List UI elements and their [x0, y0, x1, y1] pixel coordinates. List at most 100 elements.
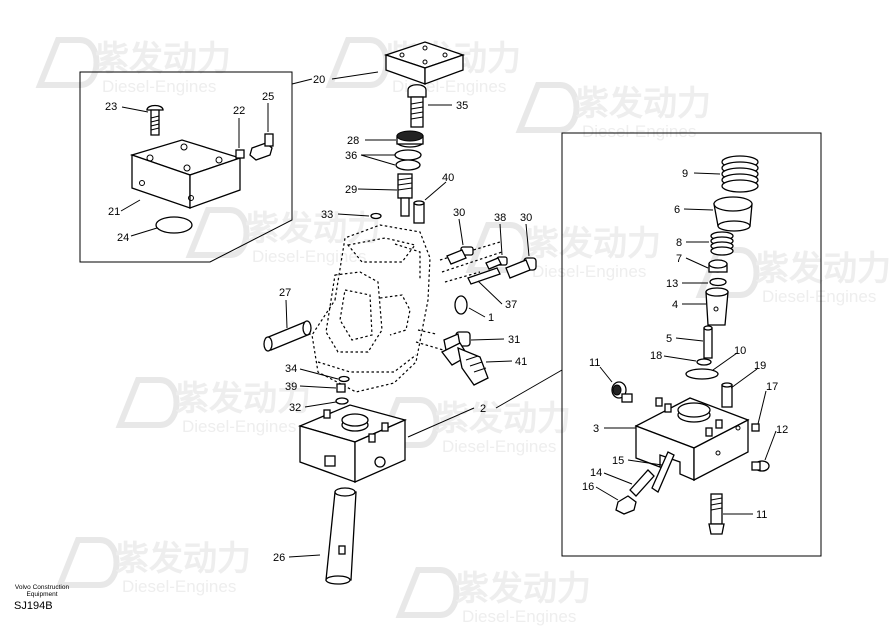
bolt-38 — [485, 256, 508, 270]
callout-38: 38 — [494, 212, 506, 224]
screw-14 — [629, 469, 655, 497]
cover-block-21 — [129, 139, 243, 209]
spool-27 — [263, 320, 312, 352]
callout-15: 15 — [612, 455, 624, 467]
callout-21: 21 — [108, 206, 120, 218]
pin-37 — [467, 267, 501, 285]
watermark-cn: 紫发动力 — [115, 539, 251, 579]
nut-16 — [615, 495, 637, 515]
callout-17: 17 — [766, 381, 778, 393]
valve-41 — [441, 342, 489, 386]
callout-41: 41 — [515, 356, 527, 368]
callout-6: 6 — [674, 204, 680, 216]
leaders-main — [285, 104, 563, 558]
valve-body-housing — [311, 224, 503, 393]
callout-34: 34 — [285, 363, 297, 375]
callout-10: 10 — [734, 345, 746, 357]
plug-39 — [336, 383, 346, 393]
watermark-cn: 紫发动力 — [455, 569, 591, 609]
leaders-right-inset — [595, 172, 777, 515]
callout-7: 7 — [676, 253, 682, 265]
callout-1: 1 — [488, 312, 494, 324]
callout-labels: 20 23 22 25 21 24 35 28 36 29 33 40 30 3… — [105, 74, 788, 564]
callout-39: 39 — [285, 381, 297, 393]
drawing-code: SJ194B — [14, 600, 53, 612]
callout-25: 25 — [262, 91, 274, 103]
callout-32: 32 — [289, 402, 301, 414]
company-line-2: Equipment — [26, 591, 58, 598]
small-ring-33 — [370, 212, 382, 220]
watermark-en: Diesel-Engines — [252, 247, 366, 266]
callout-2: 2 — [480, 403, 486, 415]
sleeve-4 — [705, 287, 729, 326]
watermark-cn: 紫发动力 — [755, 249, 890, 289]
watermark-cn: 紫发动力 — [525, 224, 661, 264]
rings-36 — [394, 149, 422, 171]
bolt-11-bottom — [708, 493, 725, 535]
o-ring-24 — [155, 216, 193, 234]
callout-8: 8 — [676, 237, 682, 249]
plug-12 — [751, 460, 770, 472]
plug-17 — [751, 423, 760, 432]
pin-15 — [651, 451, 675, 493]
ring-10 — [685, 368, 719, 380]
inset-box-right — [561, 132, 822, 557]
watermark-en: Diesel-Engines — [762, 287, 876, 306]
callout-13: 13 — [666, 278, 678, 290]
callout-24: 24 — [117, 232, 129, 244]
callout-30-right: 30 — [520, 212, 532, 224]
company-line-1: Volvo Construction — [14, 584, 70, 591]
plug-19 — [721, 382, 733, 408]
valve-block-3 — [634, 397, 750, 482]
tube-26 — [325, 487, 357, 585]
company-label: Volvo Construction Equipment — [12, 584, 72, 598]
callout-14: 14 — [590, 467, 602, 479]
callout-5: 5 — [666, 333, 672, 345]
watermark-en: Diesel-Engines — [582, 122, 696, 141]
bolt-35 — [407, 84, 427, 128]
callout-37: 37 — [505, 299, 517, 311]
callout-18: 18 — [650, 350, 662, 362]
fitting-25 — [249, 133, 274, 161]
fitting-11-top — [611, 381, 633, 403]
ring-34 — [338, 375, 350, 383]
watermark-cn: 紫发动力 — [175, 379, 311, 419]
leaders-left-inset — [120, 71, 379, 237]
spring-9 — [721, 155, 759, 193]
watermark-en: Diesel-Engines — [182, 417, 296, 436]
watermark-cn: 紫发动力 — [435, 399, 571, 439]
callout-19: 19 — [754, 360, 766, 372]
callout-20: 20 — [313, 74, 325, 86]
screw-29 — [397, 173, 413, 217]
callout-4: 4 — [672, 299, 678, 311]
callout-30-left: 30 — [453, 207, 465, 219]
callout-28: 28 — [347, 135, 359, 147]
watermark-en: Diesel-Engines — [462, 607, 576, 626]
nut-28 — [396, 130, 424, 148]
watermark-en: Diesel-Engines — [122, 577, 236, 596]
callout-29: 29 — [345, 184, 357, 196]
callout-26: 26 — [273, 552, 285, 564]
callout-31: 31 — [508, 334, 520, 346]
callout-35: 35 — [456, 100, 468, 112]
callout-3: 3 — [593, 423, 599, 435]
callout-23: 23 — [105, 101, 117, 113]
valve-block-assembly — [298, 404, 407, 483]
ring-13 — [709, 277, 727, 287]
bolt-23 — [146, 104, 164, 136]
pin-40 — [413, 200, 425, 224]
callout-27: 27 — [279, 287, 291, 299]
o-ring-1 — [454, 295, 468, 315]
watermark-en: Diesel-Engines — [442, 437, 556, 456]
inset-box-left — [79, 71, 293, 263]
callout-9: 9 — [682, 168, 688, 180]
callout-36: 36 — [345, 150, 357, 162]
plug-22 — [235, 149, 245, 159]
bolt-30-left — [446, 246, 474, 265]
callout-11-top: 11 — [589, 357, 600, 369]
seat-7 — [708, 259, 728, 273]
spool-5 — [703, 325, 713, 359]
watermark-group: 紫发动力 Diesel-Engines 紫发动力 Diesel-Engines … — [35, 37, 890, 626]
callout-16: 16 — [582, 481, 594, 493]
